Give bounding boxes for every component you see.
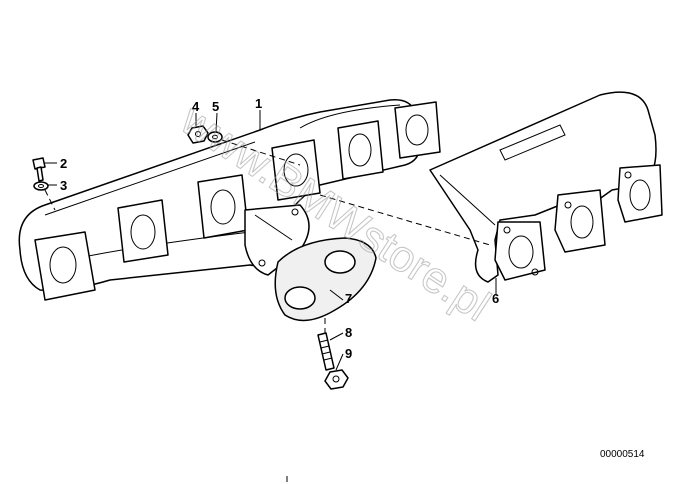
nut-part-4: [187, 125, 209, 144]
gasket-part-7: [274, 237, 377, 322]
callout-7: 7: [345, 291, 352, 306]
drawing-id: 00000514: [600, 449, 645, 460]
heat-shield-part-6: [429, 91, 663, 283]
exhaust-manifold-part-1: [18, 99, 441, 301]
callout-4: 4: [192, 99, 200, 114]
callout-1: 1: [255, 96, 262, 111]
nut-part-9: [324, 369, 349, 390]
callout-3: 3: [60, 178, 67, 193]
bolt-part-2: [32, 157, 46, 182]
washer-part-5: [207, 131, 223, 143]
callout-6: 6: [492, 291, 499, 306]
callout-2: 2: [60, 156, 67, 171]
washer-part-3: [33, 181, 49, 191]
callout-8: 8: [345, 325, 352, 340]
stud-part-8: [317, 332, 335, 371]
callout-9: 9: [345, 346, 352, 361]
callout-5: 5: [212, 99, 219, 114]
leader-lines: [44, 110, 497, 371]
assembly-lines: [44, 139, 491, 333]
